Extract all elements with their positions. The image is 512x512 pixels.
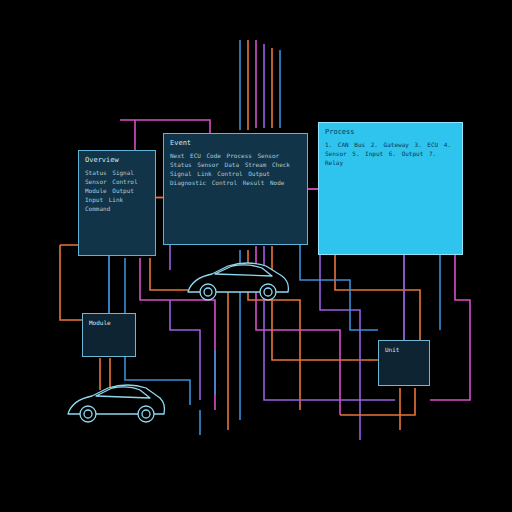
panel-heading: Overview	[85, 156, 149, 164]
panel-heading: Unit	[385, 346, 423, 353]
module-box: Module	[82, 313, 136, 357]
process-panel: Process 1. CAN Bus 2. Gateway 3. ECU 4. S…	[318, 122, 463, 255]
panel-body: Status Signal Sensor Control Module Outp…	[85, 168, 149, 213]
car-illustration	[188, 263, 288, 300]
panel-heading: Process	[325, 128, 456, 136]
wire-connector	[308, 189, 318, 190]
unit-box: Unit	[378, 340, 430, 386]
event-panel: EventNext ECU Code Process Sensor Status…	[163, 133, 308, 245]
panel-body: Next ECU Code Process Sensor Status Sens…	[170, 151, 301, 187]
wire-connector	[404, 255, 405, 340]
status-panel: OverviewStatus Signal Sensor Control Mod…	[78, 150, 156, 256]
wire-bundle	[60, 40, 470, 440]
panel-heading: Event	[170, 139, 301, 147]
car-illustration	[68, 385, 165, 422]
panel-body: 1. CAN Bus 2. Gateway 3. ECU 4. Sensor 5…	[325, 140, 456, 167]
panel-heading: Module	[89, 319, 129, 326]
wire-connector	[156, 197, 163, 198]
wire-connector	[109, 256, 110, 313]
